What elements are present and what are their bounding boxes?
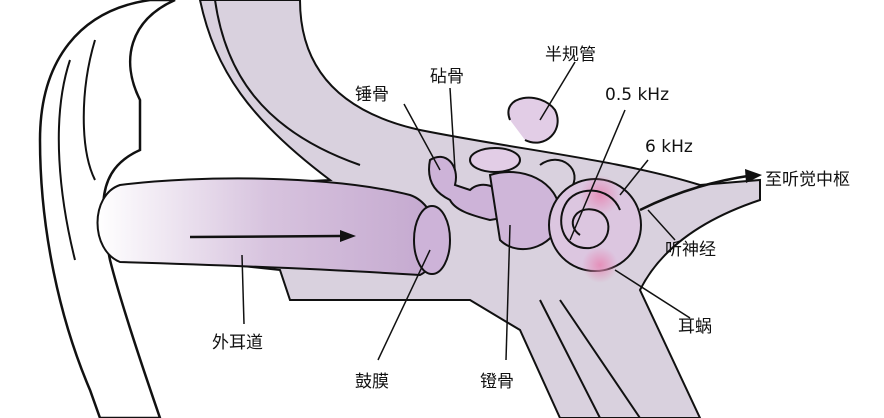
leader-malleus — [403, 103, 441, 171]
label-auditory-nerve: 听神经 — [665, 240, 716, 260]
leader-stapes — [505, 224, 511, 361]
temporal-tissue — [139, 0, 761, 418]
nerve-channel-lines — [539, 299, 641, 418]
ear-canal — [96, 177, 440, 277]
canal-loop-horizontal — [469, 147, 521, 173]
label-incus: 砧骨 — [430, 67, 464, 87]
label-malleus: 锤骨 — [355, 85, 389, 105]
tissue-contour — [214, 0, 361, 166]
leader-incus — [449, 87, 456, 171]
label-semicircular-canals: 半规管 — [545, 45, 596, 65]
high-frequency-highlight — [580, 175, 620, 215]
leader-cochlea — [614, 269, 691, 319]
label-freq-high: 6 kHz — [645, 137, 693, 157]
low-frequency-highlight — [582, 247, 618, 283]
leader-semicircular-canals — [539, 61, 576, 121]
leader-freq-high — [619, 159, 649, 196]
pinna — [38, 0, 176, 418]
label-to-auditory-center: 至听觉中枢 — [765, 170, 850, 190]
leader-lines — [241, 61, 691, 361]
nerve-arrow-shaft — [639, 174, 749, 212]
sound-arrow-shaft — [189, 234, 341, 239]
nerve-arrow-head — [745, 169, 762, 183]
semicircular-canals — [469, 96, 576, 191]
leader-freq-low — [569, 109, 626, 241]
label-cochlea: 耳蜗 — [678, 317, 712, 337]
label-ear-canal: 外耳道 — [212, 333, 263, 353]
canal-loop-upper — [507, 96, 559, 144]
leader-auditory-nerve — [647, 209, 676, 241]
leader-eardrum — [377, 249, 431, 361]
sound-arrow-head — [340, 230, 356, 242]
label-eardrum: 鼓膜 — [355, 372, 389, 392]
label-stapes: 镫骨 — [480, 372, 514, 392]
eardrum — [413, 205, 451, 275]
label-freq-low: 0.5 kHz — [605, 85, 669, 105]
pinna-folds — [57, 39, 96, 261]
cochlea-spiral — [560, 189, 621, 250]
leader-ear-canal — [241, 254, 245, 325]
